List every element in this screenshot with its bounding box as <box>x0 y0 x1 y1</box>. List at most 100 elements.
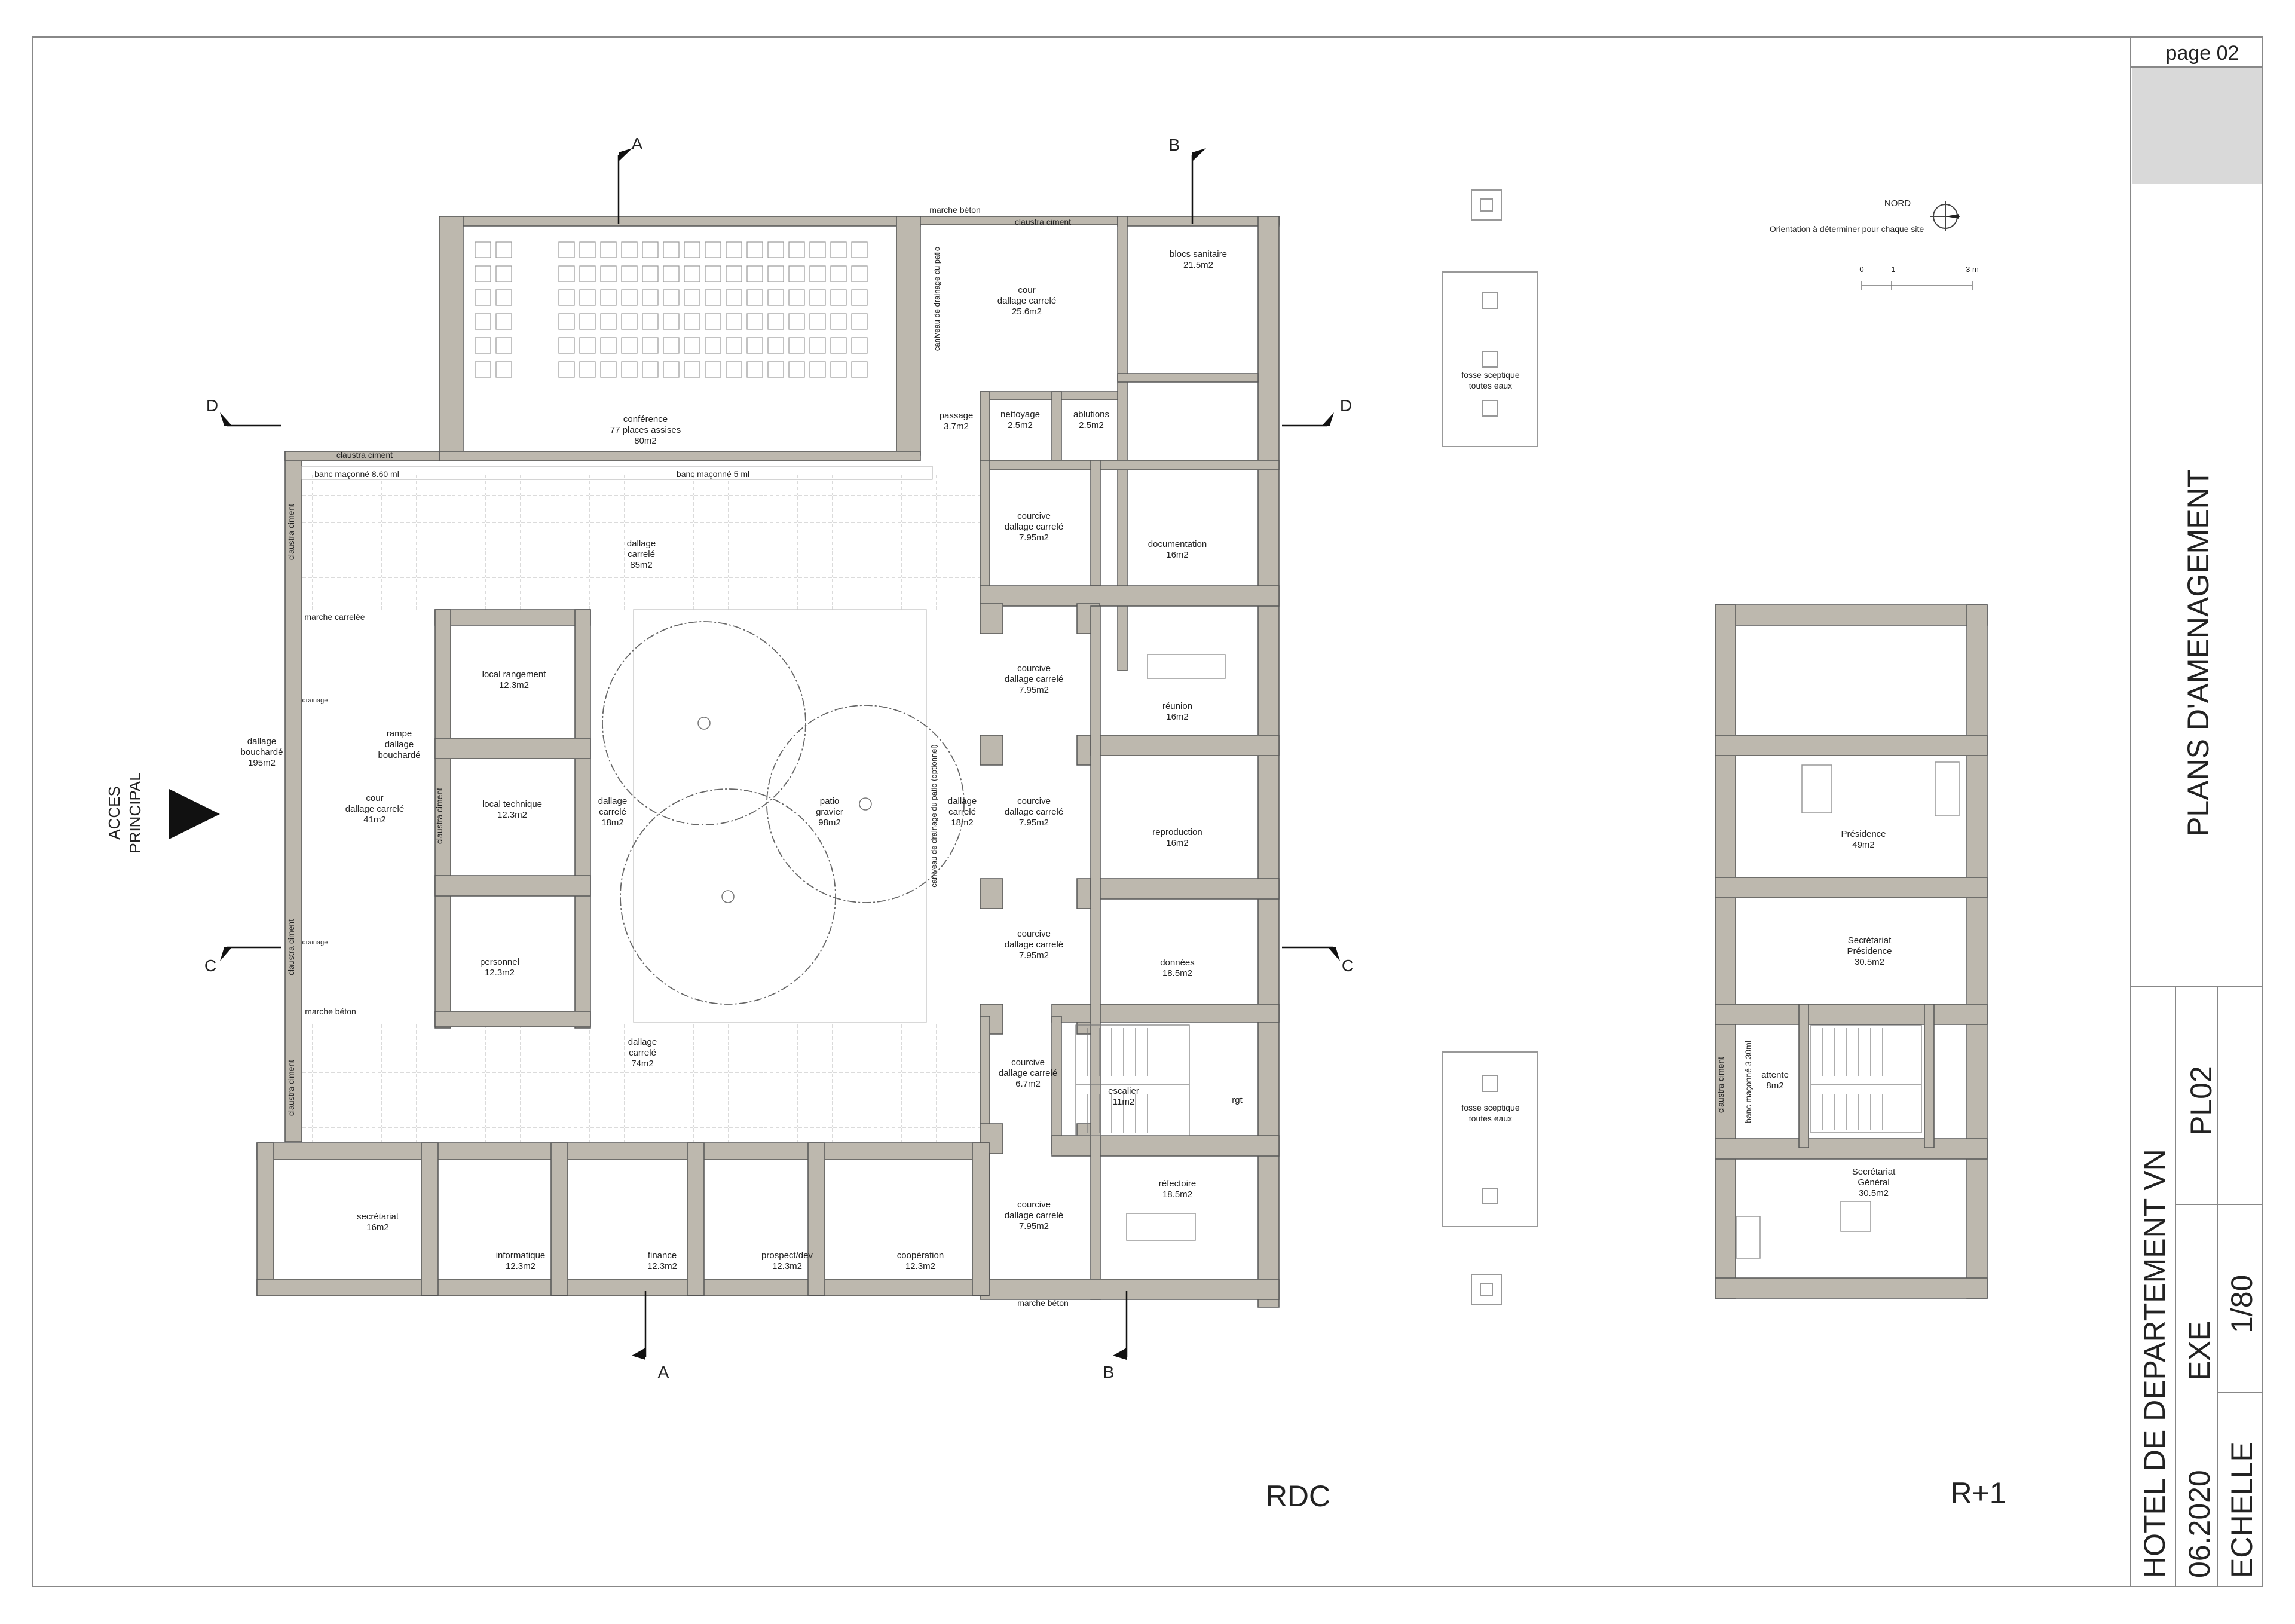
north-indicator: NORD Orientation à déterminer pour chaqu… <box>1770 198 1979 290</box>
svg-text:claustra ciment: claustra ciment <box>286 504 296 560</box>
svg-text:3.7m2: 3.7m2 <box>944 421 969 432</box>
svg-text:25.6m2: 25.6m2 <box>1012 307 1042 317</box>
svg-text:1: 1 <box>1891 265 1895 274</box>
north-label: NORD <box>1884 198 1911 209</box>
room-nettoyage: nettoyage <box>1000 409 1040 420</box>
north-note: Orientation à déterminer pour chaque sit… <box>1770 224 1924 234</box>
section-label-c-right: C <box>1342 956 1354 975</box>
svg-text:claustra ciment: claustra ciment <box>434 788 444 844</box>
section-label-d-right: D <box>1340 396 1352 415</box>
svg-text:claustra ciment: claustra ciment <box>286 919 296 975</box>
svg-text:claustra ciment: claustra ciment <box>1716 1057 1725 1113</box>
svg-text:dallage carrelé: dallage carrelé <box>997 296 1056 306</box>
section-arrow-icon <box>1322 412 1334 426</box>
plan-code: PL02 <box>2184 1066 2218 1136</box>
svg-text:dallage carrelé: dallage carrelé <box>1005 674 1063 684</box>
room-courcive-4: courcive <box>1017 929 1051 939</box>
svg-text:12.3m2: 12.3m2 <box>905 1261 935 1271</box>
svg-text:dallage carrelé: dallage carrelé <box>1005 807 1063 817</box>
room-donnees: données <box>1160 958 1195 968</box>
svg-text:98m2: 98m2 <box>818 818 841 828</box>
svg-text:12.3m2: 12.3m2 <box>647 1261 677 1271</box>
main-access: ACCES PRINCIPAL <box>105 772 220 854</box>
scale-value: 1/80 <box>2225 1275 2259 1333</box>
room-courcive-6: courcive <box>1017 1200 1051 1210</box>
section-arrow-icon <box>1328 947 1340 961</box>
svg-text:dallage carrelé: dallage carrelé <box>1005 1210 1063 1221</box>
svg-text:12.3m2: 12.3m2 <box>499 680 529 690</box>
svg-text:18.5m2: 18.5m2 <box>1162 1189 1192 1200</box>
svg-text:8m2: 8m2 <box>1766 1081 1783 1091</box>
meeting-table <box>1147 654 1226 679</box>
svg-text:12.3m2: 12.3m2 <box>497 810 527 820</box>
room-cooperation: coopération <box>897 1250 944 1261</box>
room-rgt: rgt <box>1232 1095 1243 1105</box>
room-ablutions: ablutions <box>1073 409 1109 420</box>
svg-text:2.5m2: 2.5m2 <box>1008 420 1033 430</box>
svg-text:toutes eaux: toutes eaux <box>1469 381 1512 390</box>
svg-text:ACCES: ACCES <box>105 786 123 840</box>
svg-text:banc maçonné 8.60 ml: banc maçonné 8.60 ml <box>314 469 399 479</box>
section-arrow-icon <box>1113 1348 1127 1360</box>
svg-text:49m2: 49m2 <box>1852 840 1875 850</box>
svg-text:marche béton: marche béton <box>305 1007 356 1016</box>
svg-text:18.5m2: 18.5m2 <box>1162 968 1192 978</box>
svg-text:30.5m2: 30.5m2 <box>1855 957 1884 967</box>
tree-icon <box>602 621 965 1005</box>
septic-tanks: fosse sceptique toutes eaux fosse scepti… <box>1442 189 1538 1305</box>
r1-room-secretariat-gen: Secrétariat <box>1852 1167 1896 1177</box>
svg-text:fosse sceptique: fosse sceptique <box>1461 1103 1519 1112</box>
room-refectoire: réfectoire <box>1159 1179 1197 1189</box>
svg-text:2.5m2: 2.5m2 <box>1079 420 1104 430</box>
level-label-r1: R+1 <box>1950 1476 2006 1510</box>
svg-text:7.95m2: 7.95m2 <box>1019 533 1049 543</box>
svg-text:16m2: 16m2 <box>1166 838 1189 848</box>
svg-text:marche béton: marche béton <box>1017 1298 1069 1308</box>
title-block: page 02 PLANS D'AMENAGEMENT HOTEL DE DEP… <box>2130 37 2262 1586</box>
room-sanitaire: blocs sanitaire <box>1170 249 1227 259</box>
room-local-rangement: local rangement <box>482 669 547 680</box>
access-arrow-icon <box>169 789 220 839</box>
svg-text:carrelé: carrelé <box>599 807 626 817</box>
section-label-b-top: B <box>1169 136 1180 154</box>
section-label-a-bottom: A <box>658 1363 669 1381</box>
area-patio: patio <box>820 796 840 806</box>
room-courcive-1: courcive <box>1017 511 1051 521</box>
area-dallage-74: dallage <box>628 1037 657 1047</box>
svg-text:18m2: 18m2 <box>951 818 974 828</box>
svg-text:3 m: 3 m <box>1966 265 1979 274</box>
svg-text:dallage: dallage <box>385 739 414 750</box>
conference-seats <box>475 241 868 378</box>
svg-text:dallage carrelé: dallage carrelé <box>345 804 404 814</box>
svg-text:80m2: 80m2 <box>634 436 657 446</box>
phase-label: EXE <box>2183 1321 2216 1381</box>
room-personnel: personnel <box>480 957 519 967</box>
svg-text:dallage carrelé: dallage carrelé <box>1005 522 1063 532</box>
svg-text:bouchardé: bouchardé <box>241 747 283 757</box>
scale-label: ECHELLE <box>2225 1442 2259 1578</box>
room-reproduction: reproduction <box>1152 827 1202 837</box>
sheet-border <box>32 36 2263 1587</box>
room-documentation: documentation <box>1148 539 1207 549</box>
area-dallage-boucharde: dallage <box>247 736 276 747</box>
page-number: page 02 <box>2166 42 2239 65</box>
svg-text:fosse sceptique: fosse sceptique <box>1461 370 1519 380</box>
svg-text:dallage carrelé: dallage carrelé <box>999 1068 1057 1078</box>
svg-text:7.95m2: 7.95m2 <box>1019 1221 1049 1231</box>
project-name: HOTEL DE DEPARTEMENT VN <box>2138 1149 2171 1578</box>
svg-text:77 places assises: 77 places assises <box>610 425 681 435</box>
svg-text:marche carrelée: marche carrelée <box>304 612 365 622</box>
area-cour-ouest: cour <box>366 793 383 803</box>
svg-text:18m2: 18m2 <box>601 818 624 828</box>
area-rampe: rampe <box>387 729 412 739</box>
patio-area <box>633 609 927 1023</box>
svg-text:PRINCIPAL: PRINCIPAL <box>126 772 144 853</box>
svg-text:21.5m2: 21.5m2 <box>1183 260 1213 270</box>
svg-text:gravier: gravier <box>816 807 843 817</box>
svg-text:caniveau de drainage du patio: caniveau de drainage du patio <box>932 247 941 351</box>
svg-text:30.5m2: 30.5m2 <box>1859 1188 1889 1198</box>
stair-icon <box>1810 1024 1922 1133</box>
section-markers <box>227 155 1333 1357</box>
room-cour-nord: cour <box>1018 285 1035 295</box>
section-label-c-left: C <box>204 956 216 975</box>
